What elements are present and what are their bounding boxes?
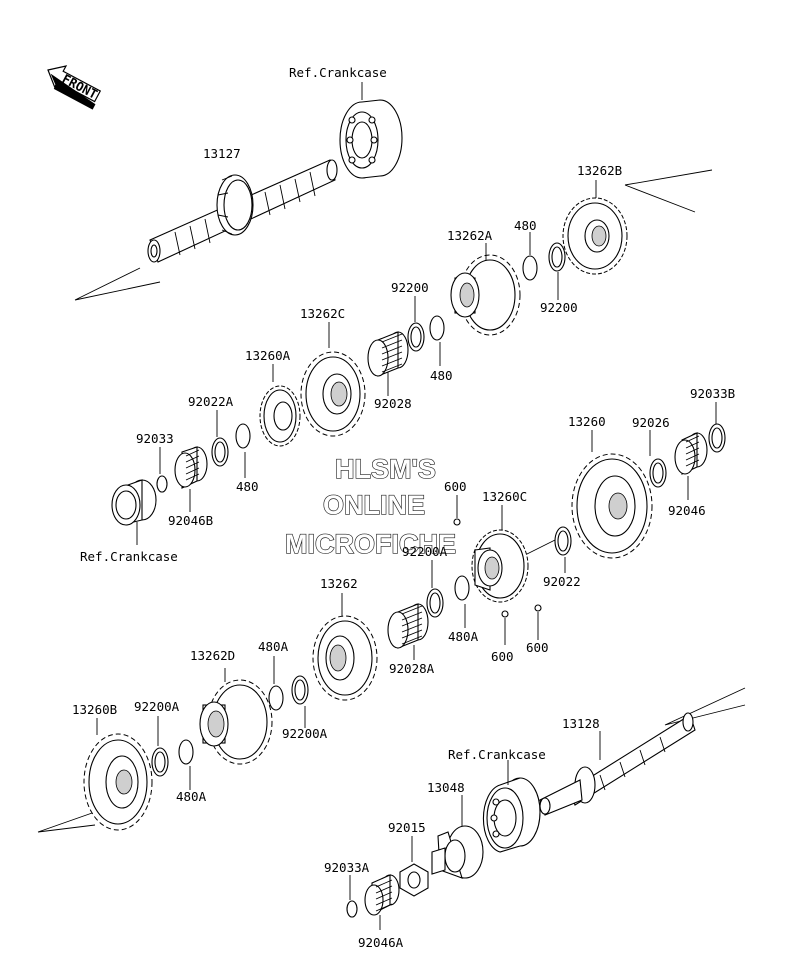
label-600-a: 600 — [444, 479, 467, 494]
washer-92200-mid — [407, 322, 425, 352]
washer-92022A — [211, 437, 229, 467]
needle-bearing-92046B — [174, 446, 208, 489]
watermark-line-3: MICROFICHE — [285, 529, 456, 559]
gear-13260C — [471, 529, 529, 603]
label-13262B: 13262B — [577, 163, 622, 178]
bearing-left — [111, 479, 157, 526]
label-13128: 13128 — [562, 716, 600, 731]
circlip-92033 — [156, 475, 168, 493]
bearing-top — [339, 99, 403, 179]
washer-92200A-left — [151, 747, 169, 777]
ball-600-b — [501, 610, 509, 618]
leader-line — [624, 169, 713, 213]
washer-92022 — [554, 526, 572, 556]
label-92046B: 92046B — [168, 513, 213, 528]
label-13262C: 13262C — [300, 306, 345, 321]
gear-13260A — [259, 385, 301, 447]
circlip-480-upper — [522, 255, 538, 281]
label-ref-crankcase-top: Ref.Crankcase — [289, 65, 387, 80]
label-92028A: 92028A — [389, 661, 435, 676]
gear-13260B — [83, 733, 153, 831]
part-labels: Ref.Crankcase 13127 13262B 480 13262A 92… — [72, 65, 735, 950]
circlip-480A-mid — [454, 575, 470, 601]
leader-line — [664, 687, 746, 726]
gear-13262D — [199, 679, 273, 765]
ball-600-c — [534, 604, 542, 612]
label-480A-c: 480A — [176, 789, 207, 804]
ball-600-a — [453, 518, 461, 526]
label-92022A: 92022A — [188, 394, 234, 409]
watermark-line-1: HLSM'S — [335, 454, 436, 484]
collar-13048 — [431, 825, 484, 879]
label-92028: 92028 — [374, 396, 412, 411]
label-480-c: 480 — [236, 479, 259, 494]
label-13260B: 13260B — [72, 702, 117, 717]
circlip-480-left — [235, 423, 251, 449]
gear-13262B — [562, 197, 628, 275]
label-600-c: 600 — [526, 640, 549, 655]
label-480-b: 480 — [430, 368, 453, 383]
leader-line — [37, 811, 96, 833]
needle-bearing-92046A — [364, 874, 400, 916]
gear-13262 — [312, 615, 378, 701]
bearing-bottom — [482, 777, 541, 853]
circlip-92033B — [708, 423, 726, 453]
washer-92200A-lower — [291, 675, 309, 705]
label-92200-a: 92200 — [391, 280, 429, 295]
label-13260: 13260 — [568, 414, 606, 429]
gear-13262C — [300, 351, 366, 437]
circlip-480A-left — [178, 739, 194, 765]
input-shaft-13127 — [147, 159, 338, 263]
washer-92200A-mid — [426, 588, 444, 618]
washer-92026 — [649, 458, 667, 488]
label-480A-a: 480A — [448, 629, 479, 644]
gear-13260 — [571, 453, 653, 559]
label-13262A: 13262A — [447, 228, 493, 243]
needle-bearing-92028A — [387, 603, 429, 649]
label-13262D: 13262D — [190, 648, 235, 663]
label-13127: 13127 — [203, 146, 241, 161]
label-13260A: 13260A — [245, 348, 291, 363]
washer-92200-upper — [548, 242, 566, 272]
label-92026: 92026 — [632, 415, 670, 430]
label-ref-crankcase-bottom: Ref.Crankcase — [448, 747, 546, 762]
output-shaft-13128 — [539, 712, 696, 816]
leader-line — [74, 267, 161, 301]
label-92046: 92046 — [668, 503, 706, 518]
label-92200A-c: 92200A — [134, 699, 180, 714]
label-92200-b: 92200 — [540, 300, 578, 315]
label-600-b: 600 — [491, 649, 514, 664]
circlip-480-mid — [429, 315, 445, 341]
label-92033B: 92033B — [690, 386, 735, 401]
watermark-line-2: ONLINE — [323, 490, 425, 520]
label-92200A-b: 92200A — [282, 726, 328, 741]
label-13262: 13262 — [320, 576, 358, 591]
circlip-92033A — [346, 900, 358, 918]
label-480-a: 480 — [514, 218, 537, 233]
needle-bearing-92028 — [367, 331, 409, 377]
needle-bearing-92046 — [674, 432, 708, 475]
label-92033A: 92033A — [324, 860, 370, 875]
circlip-480A-lower — [268, 685, 284, 711]
label-13048: 13048 — [427, 780, 465, 795]
nut-92015 — [399, 863, 429, 897]
watermark: HLSM'S ONLINE MICROFICHE — [284, 453, 456, 559]
label-92046A: 92046A — [358, 935, 404, 950]
label-92015: 92015 — [388, 820, 426, 835]
label-92022: 92022 — [543, 574, 581, 589]
gear-13262A — [450, 254, 521, 336]
label-92033: 92033 — [136, 431, 174, 446]
label-480A-b: 480A — [258, 639, 289, 654]
front-arrow-icon: FRONT — [47, 65, 102, 110]
label-13260C: 13260C — [482, 489, 527, 504]
label-92200A-a: 92200A — [402, 544, 448, 559]
label-ref-crankcase-left: Ref.Crankcase — [80, 549, 178, 564]
